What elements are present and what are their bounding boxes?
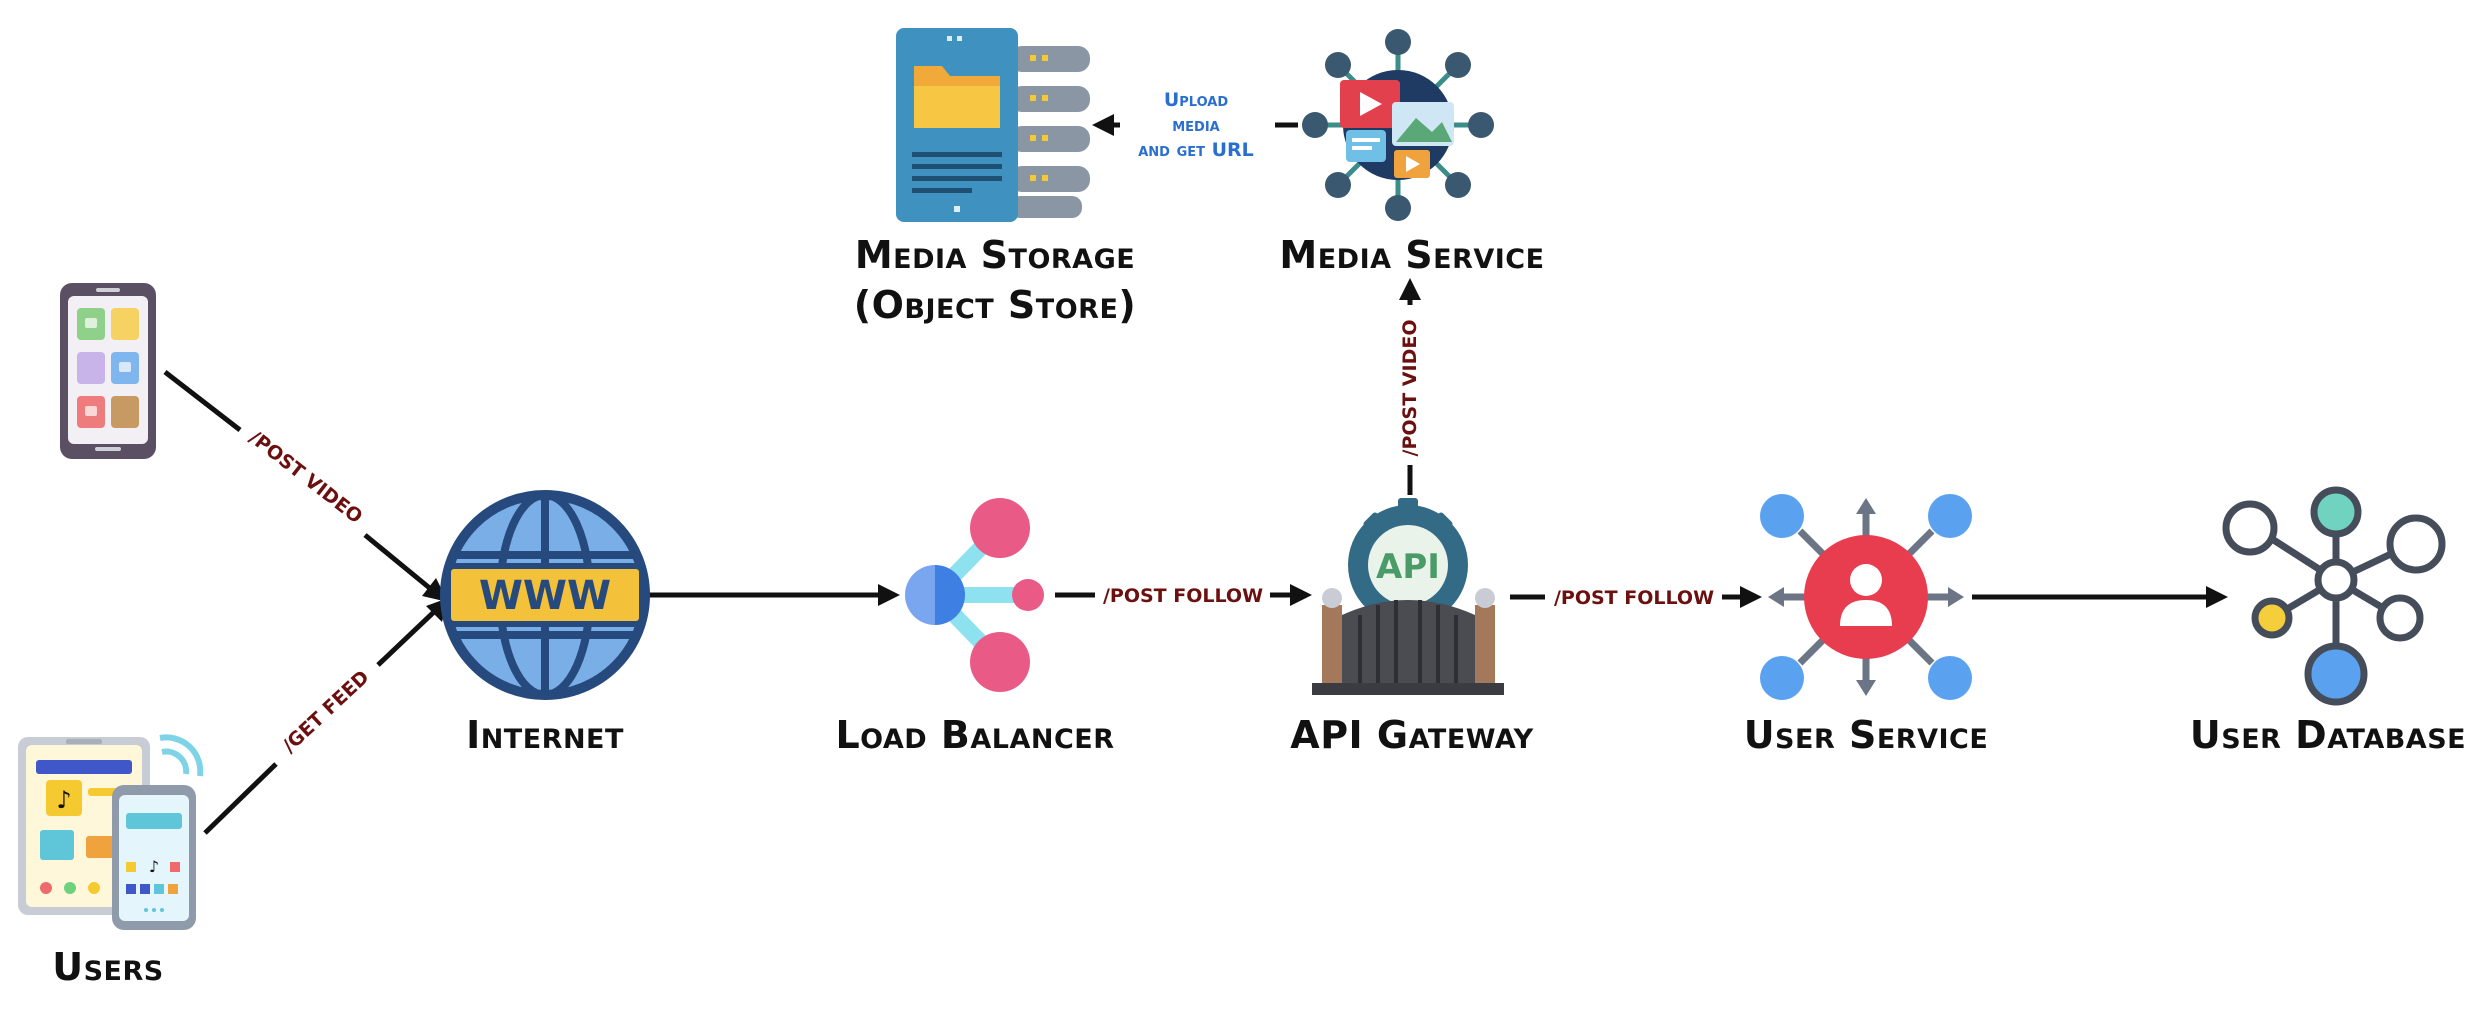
edge-label-post-follow-lb: /POST FOLLOW xyxy=(1103,585,1263,607)
globe-icon: WWW xyxy=(440,490,650,700)
user-service-node: User Service xyxy=(1744,494,1989,757)
edge-internet-to-lb xyxy=(645,584,900,606)
user-service-label: User Service xyxy=(1744,713,1989,757)
object-storage-icon xyxy=(896,28,1090,222)
edge-gateway-to-user-service: /POST FOLLOW xyxy=(1510,586,1762,609)
www-badge: WWW xyxy=(479,573,611,619)
user-service-icon xyxy=(1760,494,1972,700)
user-database-node: User Database xyxy=(2190,486,2466,757)
api-gateway-icon: API xyxy=(1312,498,1504,695)
media-storage-label-line2: (Object Store) xyxy=(854,283,1137,327)
edge-lb-to-gateway: /POST FOLLOW xyxy=(1055,584,1312,607)
internet-node: WWW Internet xyxy=(440,490,650,757)
api-badge: API xyxy=(1376,547,1440,587)
internet-label: Internet xyxy=(466,713,624,757)
edge-mobile-to-internet: /POST VIDEO xyxy=(163,370,448,602)
svg-text:♪: ♪ xyxy=(149,857,159,876)
user-database-label: User Database xyxy=(2190,713,2466,757)
edge-label-get-feed: /GET FEED xyxy=(278,666,373,757)
edge-label-post-video-mobile: /POST VIDEO xyxy=(245,426,366,528)
upload-label-line2: media xyxy=(1172,114,1220,136)
users-node: ♪ ♪ Users xyxy=(18,283,204,989)
load-balancer-node: Load Balancer xyxy=(835,498,1114,757)
users-label: Users xyxy=(52,945,163,989)
edge-tablet-to-internet: /GET FEED xyxy=(203,598,448,835)
media-storage-node: Media Storage (Object Store) xyxy=(854,28,1137,327)
upload-label-line1: Upload xyxy=(1164,89,1229,111)
media-storage-label-line1: Media Storage xyxy=(855,233,1135,277)
load-balancer-label: Load Balancer xyxy=(835,713,1114,757)
database-network-icon xyxy=(2222,486,2446,706)
edge-label-post-follow-user: /POST FOLLOW xyxy=(1554,587,1714,609)
edge-user-service-to-db xyxy=(1972,586,2228,608)
api-gateway-label: API Gateway xyxy=(1290,713,1533,757)
load-balancer-icon xyxy=(905,498,1044,692)
api-gateway-node: API API Gateway xyxy=(1290,498,1533,757)
edge-label-post-video-media: /POST VIDEO xyxy=(1399,320,1421,457)
svg-text:♪: ♪ xyxy=(56,786,71,814)
tablet-devices-icon: ♪ ♪ xyxy=(18,734,204,930)
edge-media-service-to-storage: Upload media and get URL xyxy=(1092,89,1298,161)
edge-gateway-to-media-service: /POST VIDEO xyxy=(1399,278,1421,495)
media-service-icon xyxy=(1302,29,1494,221)
media-service-node: Media Service xyxy=(1279,29,1544,277)
upload-label-line3: and get URL xyxy=(1138,139,1254,161)
mobile-phone-icon xyxy=(60,283,156,459)
media-service-label: Media Service xyxy=(1279,233,1544,277)
